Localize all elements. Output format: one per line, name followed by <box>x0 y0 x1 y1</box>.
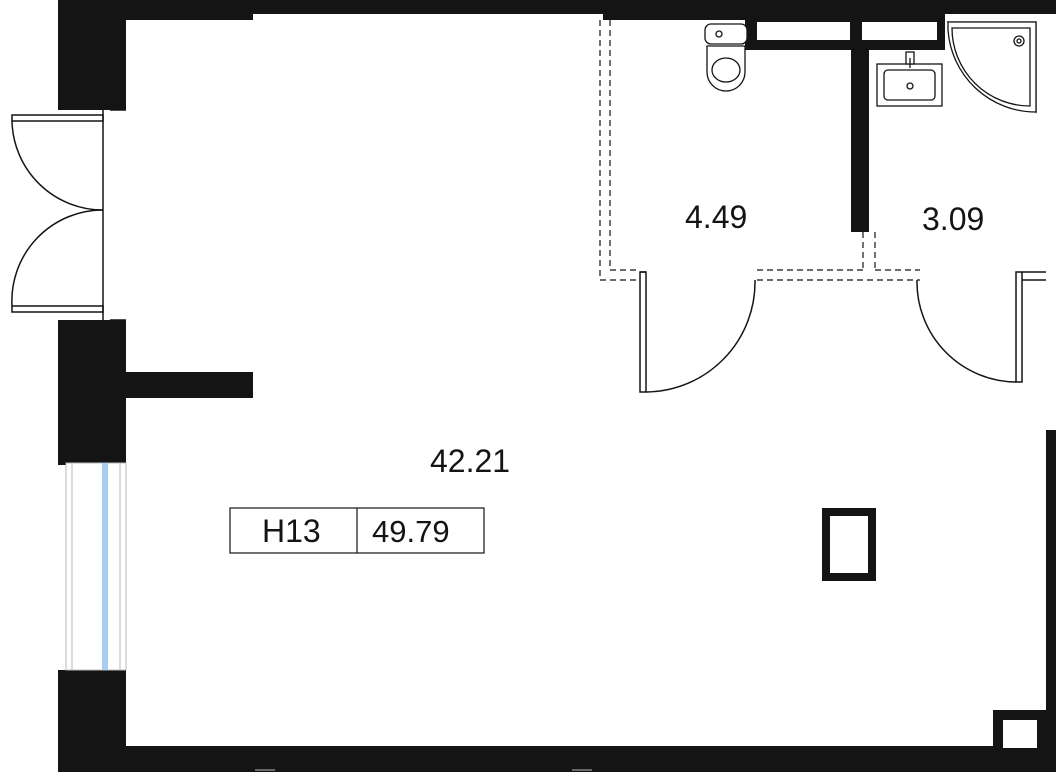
bottom-wall <box>58 746 1056 772</box>
left-wall-middle <box>58 320 126 465</box>
window <box>65 462 127 671</box>
wc-door <box>639 271 756 393</box>
bath-door <box>916 271 1046 383</box>
walls <box>58 0 1056 772</box>
unit-total-area: 49.79 <box>372 514 450 549</box>
partition-stub <box>126 372 253 398</box>
entrance-door <box>11 109 126 321</box>
left-wall-upper <box>58 0 126 110</box>
right-wall-lower <box>1046 430 1056 772</box>
unit-badge: Н13 49.79 <box>229 507 485 554</box>
bath-area: 3.09 <box>922 201 984 237</box>
toilet-icon <box>704 23 748 92</box>
wc-outline <box>599 20 920 281</box>
bath-divider-wall <box>851 20 869 232</box>
wc-area: 4.49 <box>685 199 747 235</box>
shower-icon <box>946 21 1037 114</box>
ventilation-shaft <box>822 508 876 581</box>
unit-number: Н13 <box>262 513 321 549</box>
main-room-area: 42.21 <box>430 443 510 479</box>
sink-icon <box>876 51 943 107</box>
